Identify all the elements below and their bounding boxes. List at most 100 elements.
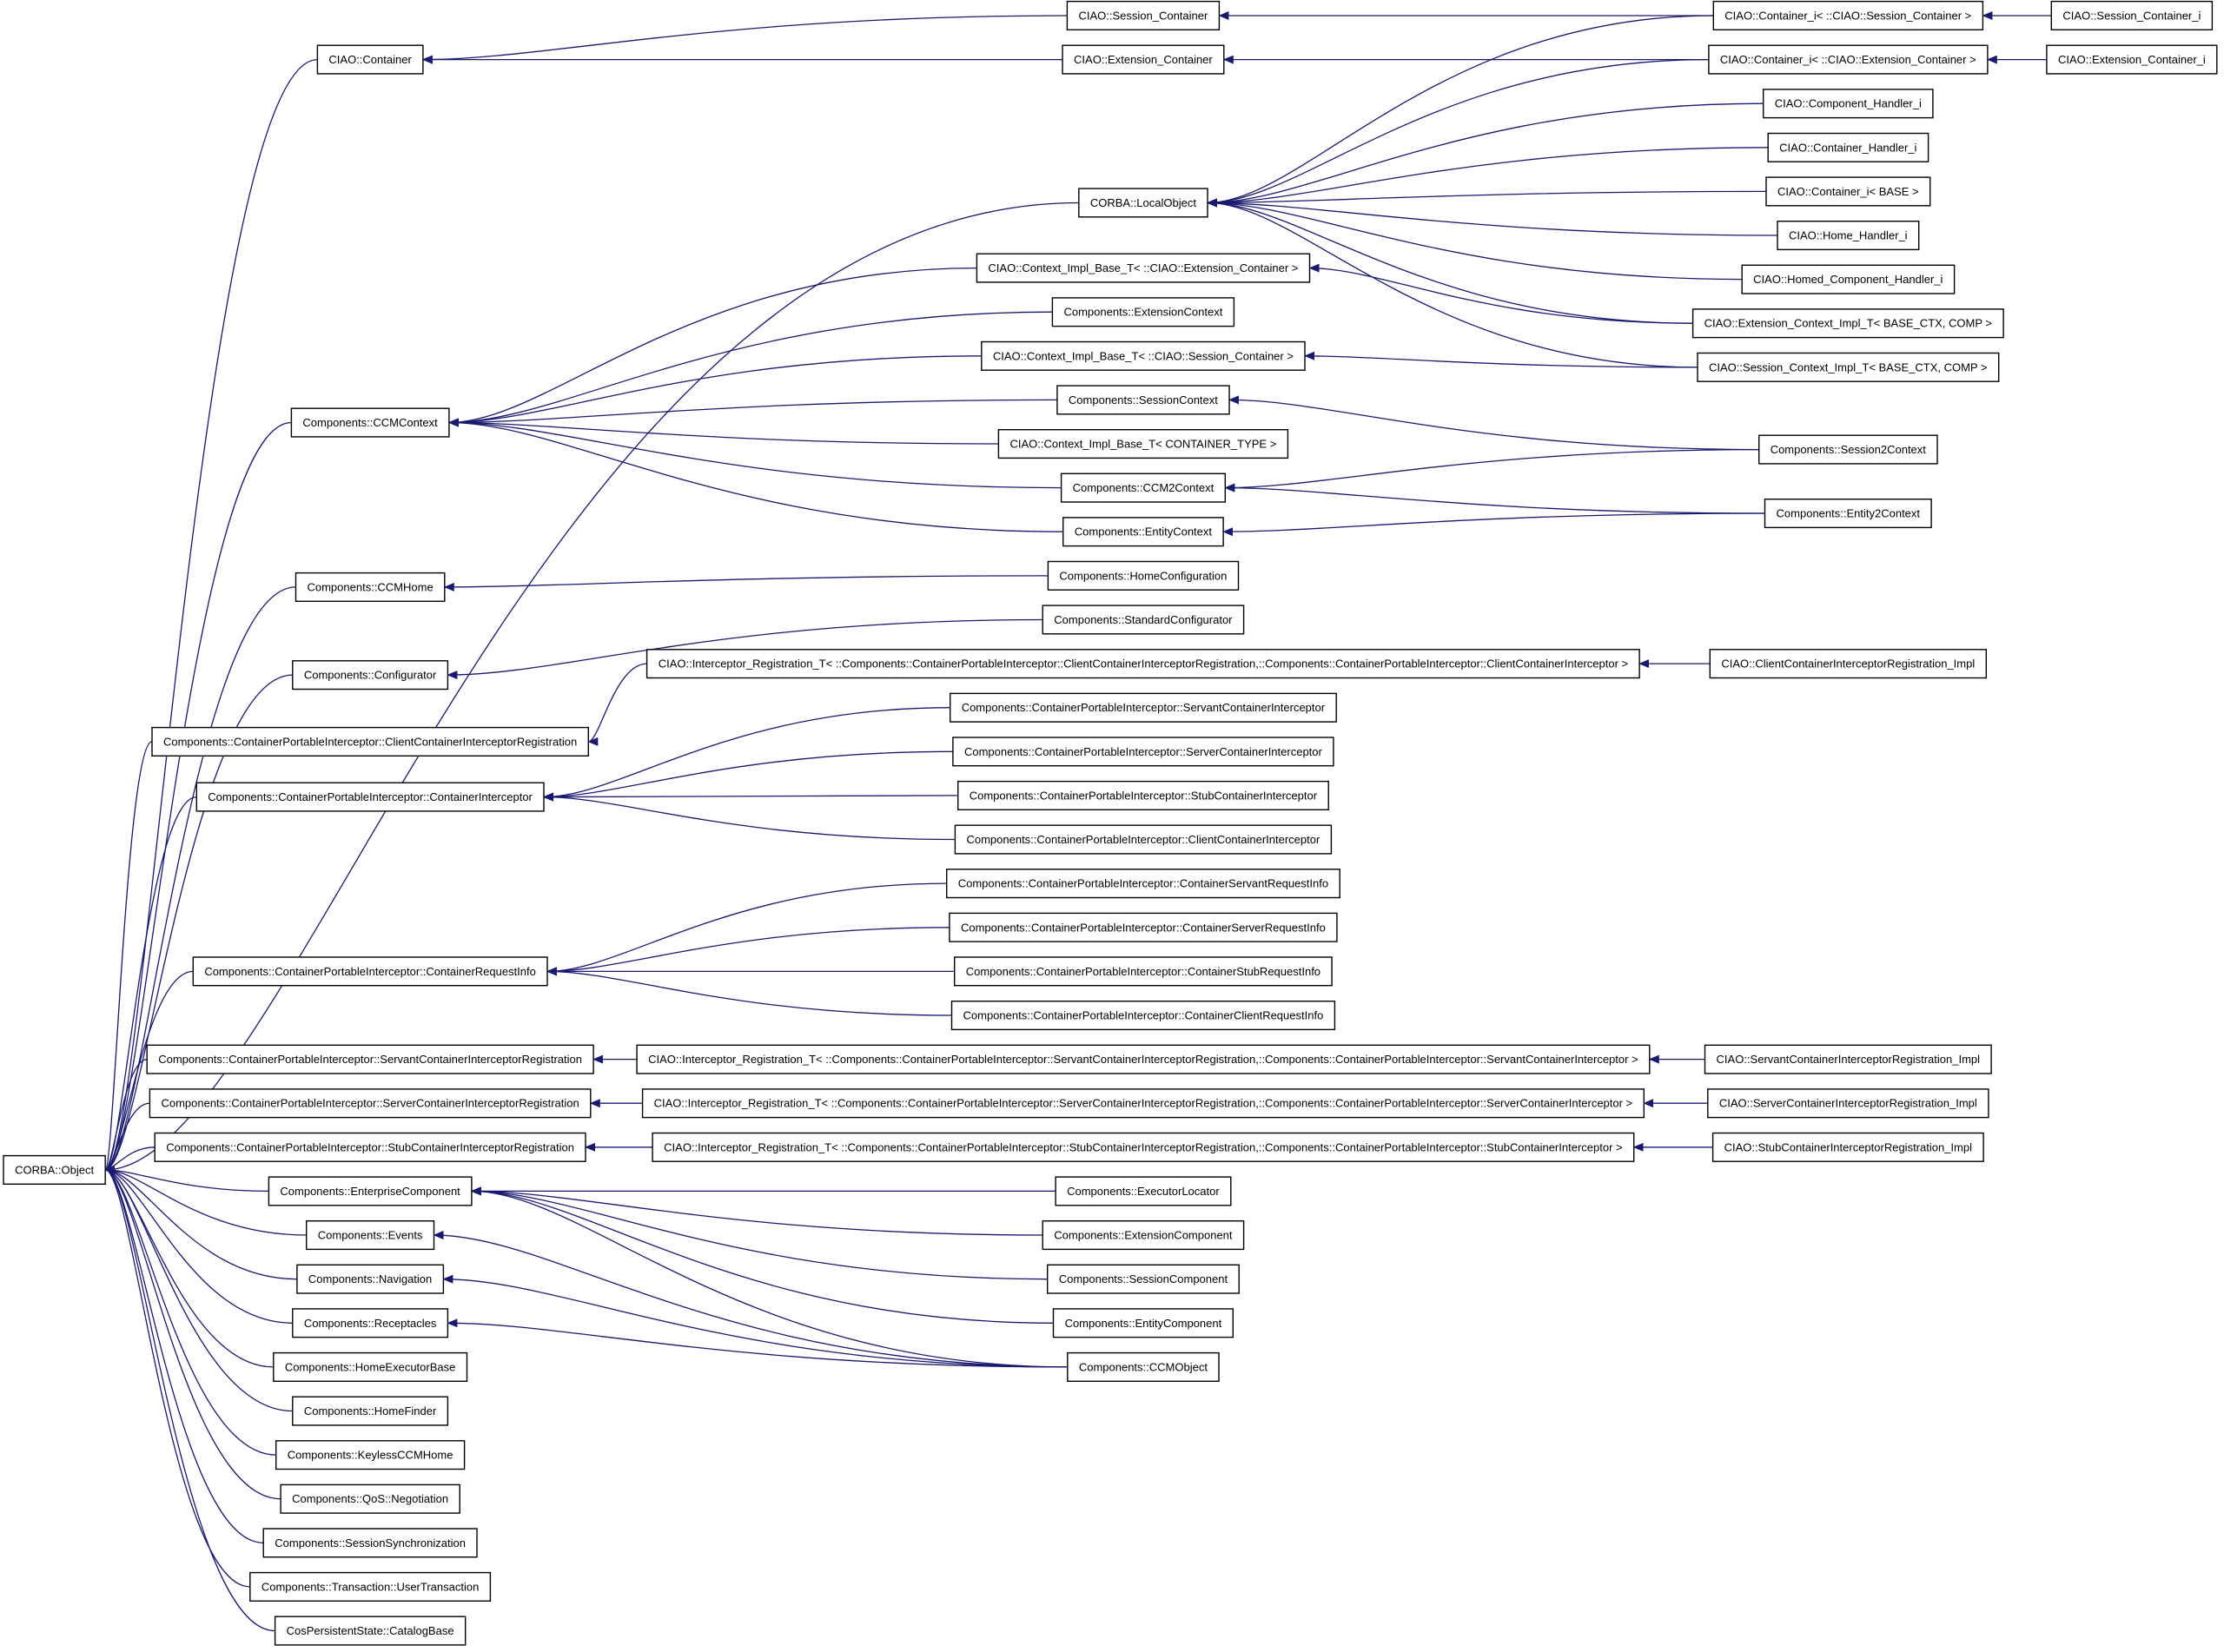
class-node-box <box>149 1088 592 1119</box>
class-node-context-impl-base-sess[interactable]: CIAO::Context_Impl_Base_T< ::CIAO::Sessi… <box>981 340 1306 371</box>
class-node-sessionsynchronization[interactable]: Components::SessionSynchronization <box>262 1528 478 1558</box>
class-node-box <box>952 737 1334 767</box>
class-node-entity2context[interactable]: Components::Entity2Context <box>1764 499 1932 529</box>
class-node-server-cir[interactable]: Components::ContainerPortableInterceptor… <box>149 1088 592 1119</box>
class-node-label: CIAO::ServantContainerInterceptorRegistr… <box>1717 1053 1981 1066</box>
class-node-sessioncomponent[interactable]: Components::SessionComponent <box>1046 1264 1240 1294</box>
class-node-stub-cir-impl[interactable]: CIAO::StubContainerInterceptorRegistrati… <box>1711 1132 1984 1162</box>
class-node-component-handler-i[interactable]: CIAO::Component_Handler_i <box>1762 89 1934 119</box>
class-node-interceptor-reg-stub[interactable]: CIAO::Interceptor_Registration_T< ::Comp… <box>652 1132 1635 1162</box>
class-node-ccmobject[interactable]: Components::CCMObject <box>1067 1351 1220 1382</box>
inheritance-edge <box>447 311 1053 427</box>
class-node-keylessccmhome[interactable]: Components::KeylessCCMHome <box>275 1440 466 1470</box>
class-node-container-stub-request-info[interactable]: Components::ContainerPortableInterceptor… <box>953 956 1333 987</box>
class-node-context-impl-base-ext[interactable]: CIAO::Context_Impl_Base_T< ::CIAO::Exten… <box>976 253 1311 283</box>
class-node-label: CIAO::Session_Container_i <box>2062 10 2201 23</box>
inheritance-edge <box>104 1165 307 1236</box>
class-node-container-client-request-info[interactable]: Components::ContainerPortableInterceptor… <box>950 1000 1336 1031</box>
class-node-interceptor-reg-server[interactable]: CIAO::Interceptor_Registration_T< ::Comp… <box>641 1088 1645 1119</box>
class-node-label: Components::CCMContext <box>302 416 438 429</box>
class-node-container-i-session[interactable]: CIAO::Container_i< ::CIAO::Session_Conta… <box>1712 0 1984 31</box>
class-node-qos-negotiation[interactable]: Components::QoS::Negotiation <box>280 1483 460 1514</box>
class-node-label: Components::SessionSynchronization <box>275 1536 466 1550</box>
class-node-client-container-interceptor[interactable]: Components::ContainerPortableInterceptor… <box>954 824 1333 855</box>
class-node-enterprisecomponent[interactable]: Components::EnterpriseComponent <box>268 1176 473 1206</box>
class-node-box <box>2046 44 2218 75</box>
class-node-container-handler-i[interactable]: CIAO::Container_Handler_i <box>1767 132 1929 162</box>
class-node-servant-cir-impl[interactable]: CIAO::ServantContainerInterceptorRegistr… <box>1704 1044 1992 1074</box>
class-node-box <box>1060 472 1226 503</box>
class-node-ciao-extension-container[interactable]: CIAO::Extension_Container <box>1062 44 1225 75</box>
class-node-homed-component-handler-i[interactable]: CIAO::Homed_Component_Handler_i <box>1741 264 1956 294</box>
class-node-server-cir-impl[interactable]: CIAO::ServerContainerInterceptorRegistra… <box>1707 1088 1989 1119</box>
class-node-extension-context-impl-t[interactable]: CIAO::Extension_Context_Impl_T< BASE_CTX… <box>1691 308 2004 339</box>
class-node-extensioncontext[interactable]: Components::ExtensionContext <box>1051 297 1235 327</box>
class-node-sessioncontext[interactable]: Components::SessionContext <box>1056 385 1230 415</box>
class-node-receptacles[interactable]: Components::Receptacles <box>292 1308 449 1338</box>
class-node-interceptor-reg-client[interactable]: CIAO::Interceptor_Registration_T< ::Comp… <box>645 649 1640 679</box>
class-node-corba-object[interactable]: CORBA::Object <box>3 1154 106 1185</box>
class-node-label: Components::ContainerPortableInterceptor… <box>966 965 1320 978</box>
class-node-box <box>1078 188 1208 218</box>
class-node-extension-container-i[interactable]: CIAO::Extension_Container_i <box>2046 44 2218 75</box>
class-node-session2context[interactable]: Components::Session2Context <box>1757 434 1938 465</box>
class-node-context-impl-base-ct[interactable]: CIAO::Context_Impl_Base_T< CONTAINER_TYP… <box>997 429 1289 459</box>
class-node-session-container-i[interactable]: CIAO::Session_Container_i <box>2050 0 2214 31</box>
inheritance-edge <box>546 882 947 976</box>
class-node-home-handler-i[interactable]: CIAO::Home_Handler_i <box>1777 220 1920 251</box>
inheritance-edge <box>1207 198 1743 281</box>
inheritance-edge <box>1222 512 1765 537</box>
class-node-entitycontext[interactable]: Components::EntityContext <box>1062 517 1224 547</box>
class-node-box <box>949 692 1337 723</box>
class-node-container-interceptor[interactable]: Components::ContainerPortableInterceptor… <box>195 782 545 812</box>
class-node-label: Components::ContainerPortableInterceptor… <box>963 1009 1324 1022</box>
class-node-standardconfigurator[interactable]: Components::StandardConfigurator <box>1042 605 1245 635</box>
inheritance-edge <box>447 418 1063 532</box>
class-node-homeexecutorbase[interactable]: Components::HomeExecutorBase <box>273 1351 468 1382</box>
class-node-label: Components::Configurator <box>304 669 437 682</box>
class-node-label: CIAO::Component_Handler_i <box>1775 97 1922 110</box>
class-node-container-server-request-info[interactable]: Components::ContainerPortableInterceptor… <box>949 912 1338 942</box>
class-node-container-servant-request-info[interactable]: Components::ContainerPortableInterceptor… <box>945 869 1340 899</box>
inheritance-edge <box>587 663 647 746</box>
class-node-servant-cir[interactable]: Components::ContainerPortableInterceptor… <box>146 1044 594 1074</box>
class-node-stub-cir[interactable]: Components::ContainerPortableInterceptor… <box>154 1132 586 1162</box>
class-node-container-i-extension[interactable]: CIAO::Container_i< ::CIAO::Extension_Con… <box>1708 44 1989 75</box>
class-node-navigation[interactable]: Components::Navigation <box>296 1264 445 1294</box>
class-node-homefinder[interactable]: Components::HomeFinder <box>292 1396 449 1426</box>
class-node-client-cir-impl[interactable]: CIAO::ClientContainerInterceptorRegistra… <box>1709 649 1988 679</box>
class-node-server-container-interceptor[interactable]: Components::ContainerPortableInterceptor… <box>952 737 1334 767</box>
class-node-ciao-session-container[interactable]: CIAO::Session_Container <box>1066 0 1221 31</box>
class-node-entitycomponent[interactable]: Components::EntityComponent <box>1052 1308 1234 1338</box>
class-node-configurator[interactable]: Components::Configurator <box>292 660 449 691</box>
class-node-label: Components::HomeFinder <box>304 1404 437 1417</box>
class-node-label: CIAO::Session_Context_Impl_T< BASE_CTX, … <box>1709 360 1988 373</box>
class-node-container-i-base[interactable]: CIAO::Container_i< BASE > <box>1765 176 1931 207</box>
class-node-ccmcontext[interactable]: Components::CCMContext <box>290 407 450 438</box>
class-node-ccm2context[interactable]: Components::CCM2Context <box>1060 472 1226 503</box>
inheritance-edge <box>1224 483 1765 514</box>
class-node-interceptor-reg-servant[interactable]: CIAO::Interceptor_Registration_T< ::Comp… <box>636 1044 1651 1074</box>
class-node-catalogbase[interactable]: CosPersistentState::CatalogBase <box>274 1616 467 1646</box>
class-node-label: Components::ExtensionComponent <box>1054 1229 1233 1242</box>
inheritance-edge <box>104 1165 269 1193</box>
class-node-events[interactable]: Components::Events <box>306 1219 435 1251</box>
class-node-container-request-info[interactable]: Components::ContainerPortableInterceptor… <box>192 956 548 987</box>
class-node-client-cir[interactable]: Components::ContainerPortableInterceptor… <box>151 726 589 757</box>
class-node-homeconfiguration[interactable]: Components::HomeConfiguration <box>1047 560 1240 591</box>
class-node-corba-localobject[interactable]: CORBA::LocalObject <box>1078 188 1208 218</box>
class-node-box <box>1762 89 1934 119</box>
class-node-label: CIAO::Home_Handler_i <box>1789 229 1908 242</box>
class-node-ciao-container[interactable]: CIAO::Container <box>316 44 424 75</box>
class-node-executorlocator[interactable]: Components::ExecutorLocator <box>1055 1176 1232 1206</box>
class-node-servant-container-interceptor[interactable]: Components::ContainerPortableInterceptor… <box>949 692 1337 723</box>
inheritance-edge <box>447 418 1062 489</box>
inheritance-edge <box>543 750 953 802</box>
class-node-stub-container-interceptor[interactable]: Components::ContainerPortableInterceptor… <box>956 780 1329 810</box>
class-node-ccmhome[interactable]: Components::CCMHome <box>295 572 446 602</box>
class-node-extensioncomponent[interactable]: Components::ExtensionComponent <box>1042 1219 1245 1251</box>
class-node-label: Components::ContainerPortableInterceptor… <box>204 965 536 978</box>
class-node-session-context-impl-t[interactable]: CIAO::Session_Context_Impl_T< BASE_CTX, … <box>1697 352 2000 382</box>
class-node-label: Components::Navigation <box>308 1272 432 1285</box>
class-node-usertransaction[interactable]: Components::Transaction::UserTransaction <box>249 1571 492 1602</box>
